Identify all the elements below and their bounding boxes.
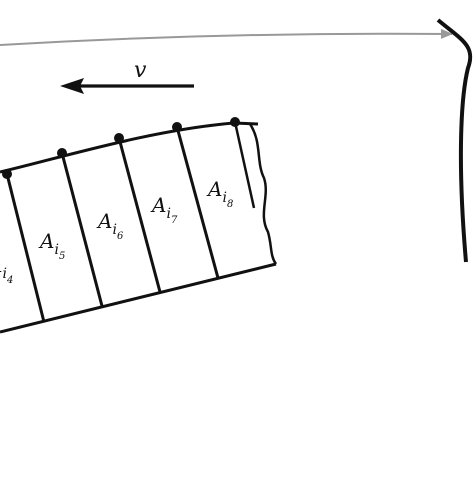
velocity-label: v xyxy=(134,58,147,83)
panel-divider xyxy=(60,152,104,307)
velocity-arrow xyxy=(60,78,194,94)
strip-top-edge xyxy=(0,121,259,174)
node-point xyxy=(57,148,67,158)
panel-divider xyxy=(175,126,220,279)
panel-divider xyxy=(5,173,46,323)
flow-path-arrow xyxy=(0,28,453,46)
area-label: Ai4 xyxy=(0,253,13,286)
node-point xyxy=(2,169,12,179)
area-label: Ai8 xyxy=(206,177,233,210)
strip-bottom-edge xyxy=(0,262,277,334)
strip-cut-edge xyxy=(248,123,278,265)
node-point xyxy=(114,133,124,143)
node-point xyxy=(230,117,240,127)
panel-divider xyxy=(233,121,256,209)
node-point xyxy=(172,122,182,132)
panel-divider xyxy=(117,137,162,293)
area-label: Ai7 xyxy=(150,193,178,226)
area-label: Ai6 xyxy=(96,209,124,242)
obstacle-contour xyxy=(436,18,473,263)
area-label: Ai5 xyxy=(38,229,65,262)
